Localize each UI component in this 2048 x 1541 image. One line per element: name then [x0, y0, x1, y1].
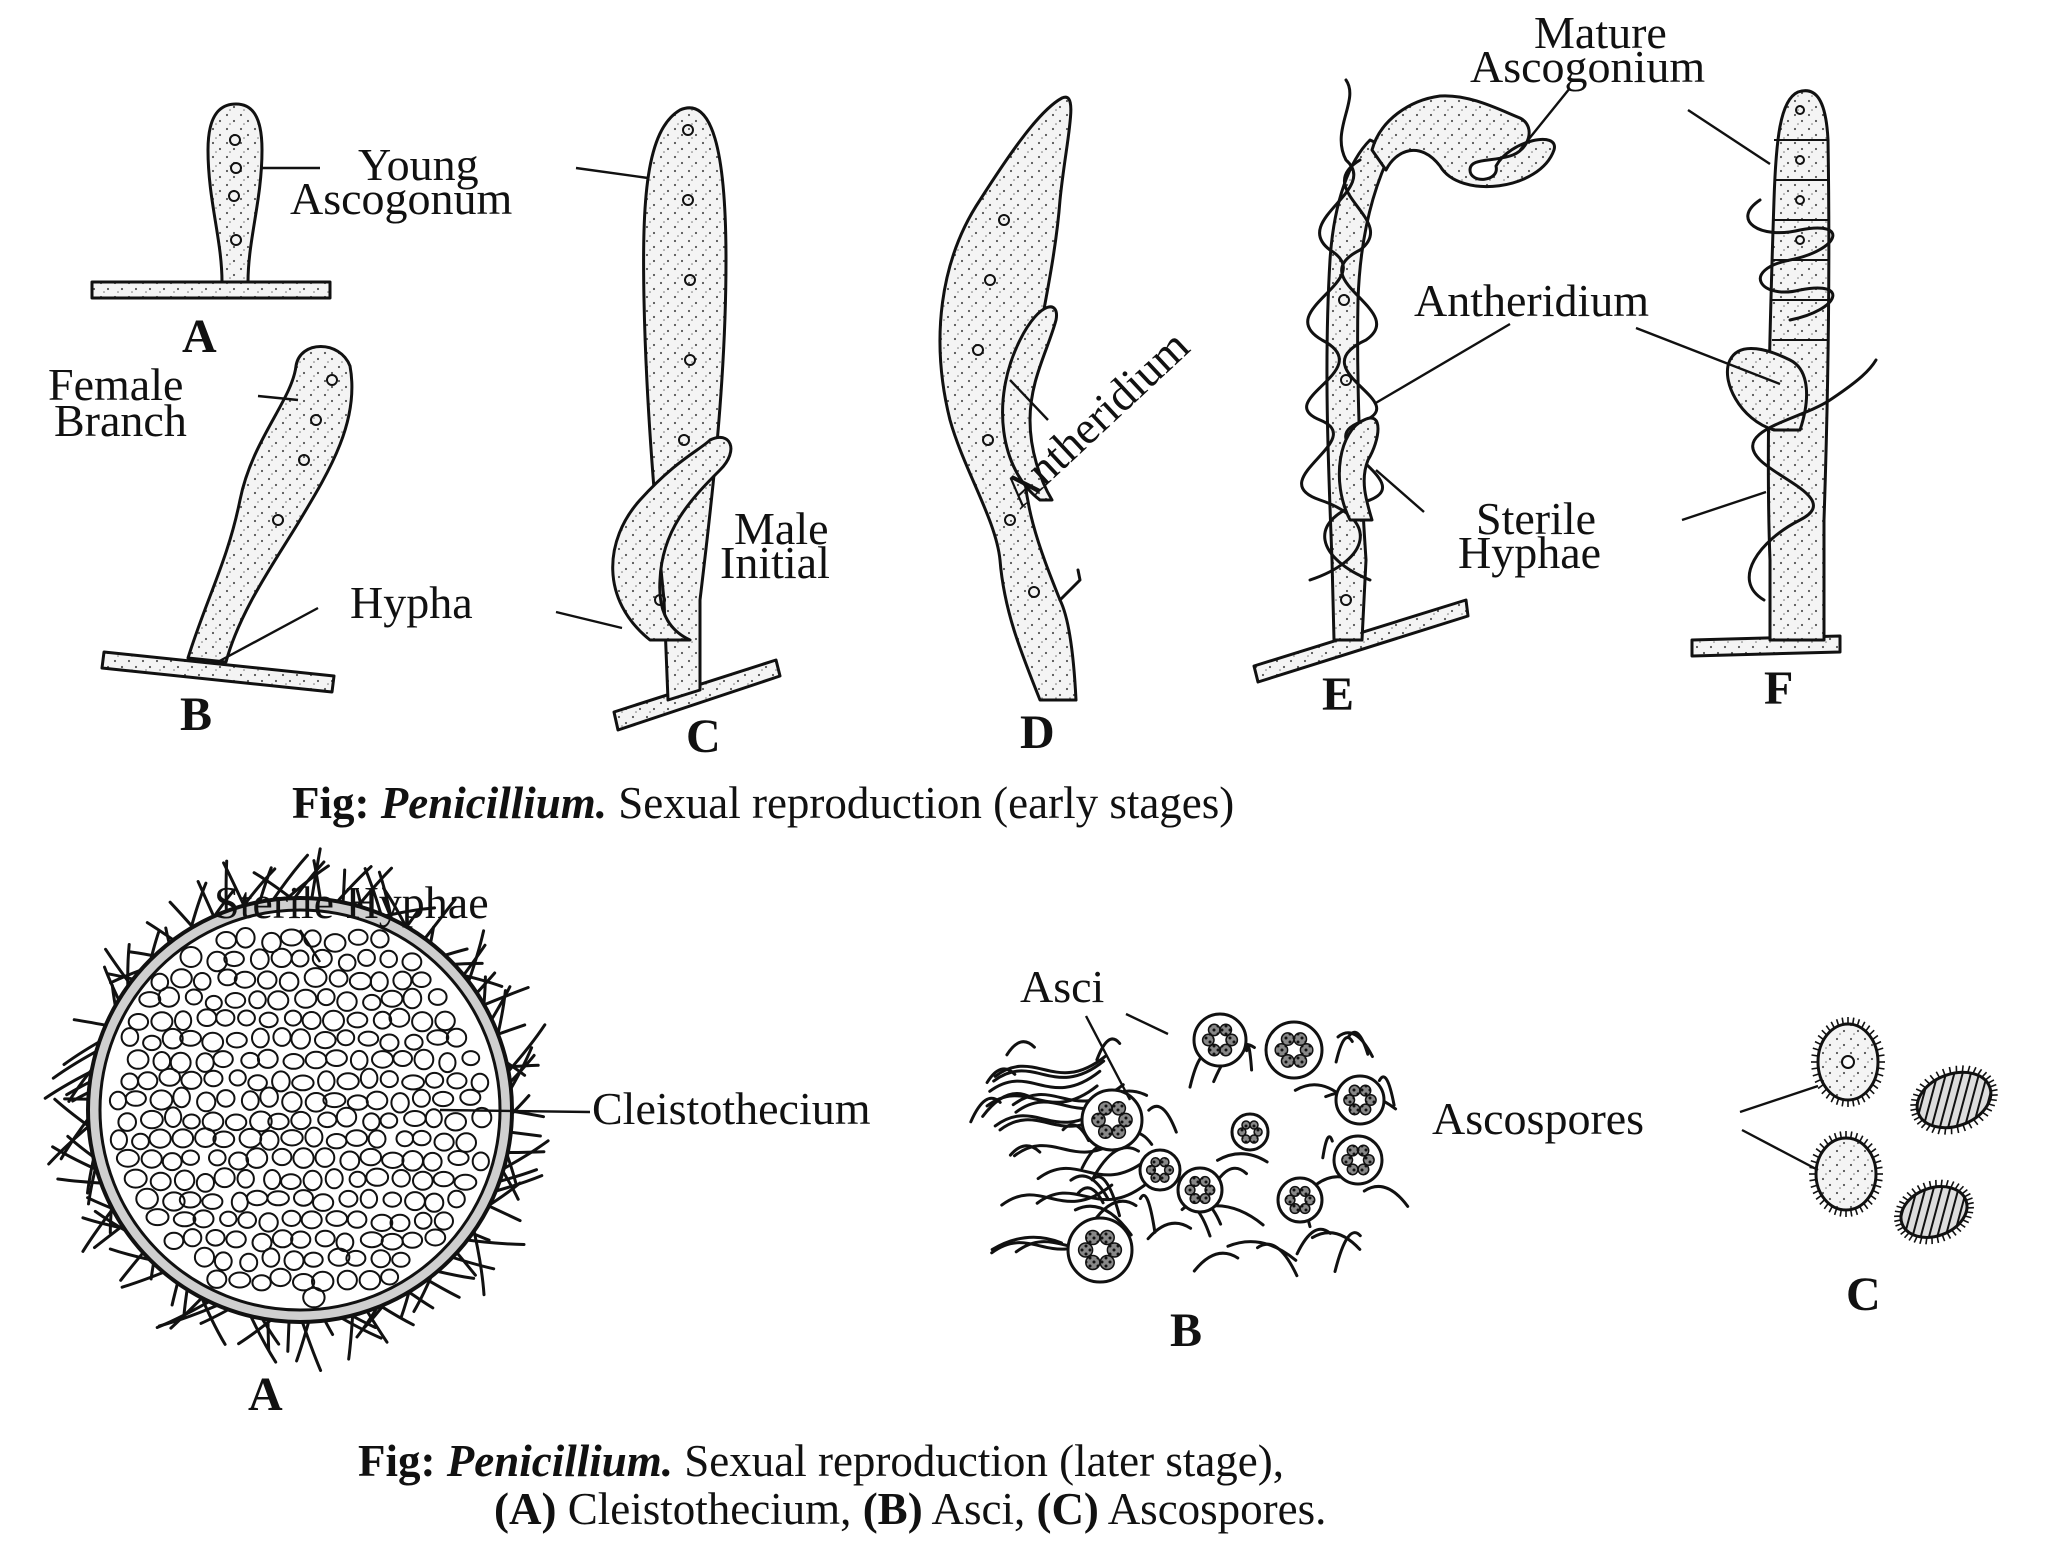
label-ascospores: Ascospores [1432, 1093, 1644, 1144]
svg-text:Mature: Mature [1534, 7, 1667, 58]
label-asci: Asci [1020, 961, 1104, 1012]
later-b-letter: B [1170, 1304, 1202, 1357]
svg-text:Asci: Asci [1020, 961, 1104, 1012]
stage-d-letter: D [1020, 706, 1055, 759]
stage-e-letter: E [1322, 668, 1354, 721]
stage-a-letter: A [182, 310, 217, 363]
later-c-letter: C [1846, 1268, 1881, 1321]
stage-b-drawing [100, 345, 354, 694]
svg-text:Ascospores: Ascospores [1432, 1093, 1644, 1144]
label-female-branch: Female Branch [48, 359, 299, 446]
label-young-ascogonium: Young Ascogonum [262, 139, 513, 224]
svg-text:Cleistothecium: Cleistothecium [592, 1083, 871, 1134]
stage-f-drawing [1635, 89, 1878, 658]
svg-text:Female: Female [48, 359, 183, 410]
stage-c-drawing [555, 106, 782, 732]
label-sterile-hyphae: Sterile Hyphae [214, 877, 489, 963]
label-cleistothecium: Cleistothecium [439, 1083, 871, 1134]
stage-c-letter: C [686, 710, 721, 763]
caption-later-line1: Fig: Penicillium. Sexual reproduction (l… [358, 1436, 1284, 1486]
stage-d-drawing [938, 95, 1082, 702]
label-sterile-hyphae-ef: Sterile Hyphae [1458, 493, 1601, 578]
label-male-initial: Male Initial [720, 503, 830, 588]
svg-text:Young: Young [358, 139, 479, 190]
stage-b-letter: B [180, 688, 212, 741]
svg-text:Antheridium: Antheridium [1414, 275, 1649, 326]
later-a-letter: A [248, 1368, 283, 1421]
svg-text:Sterile Hyphae: Sterile Hyphae [214, 877, 489, 928]
label-mature-ascogonium: Mature Ascogonium [1470, 7, 1705, 92]
cleistothecium-drawing [43, 847, 550, 1372]
stage-f-letter: F [1764, 662, 1793, 715]
stage-e-drawing [1252, 78, 1571, 684]
label-hypha: Hypha [350, 577, 473, 628]
svg-text:Ascogonium: Ascogonium [1470, 41, 1705, 92]
stage-a-drawing [90, 102, 332, 300]
svg-text:Hypha: Hypha [350, 577, 473, 628]
svg-text:Male: Male [734, 503, 829, 554]
caption-later-line2: (A) Cleistothecium, (B) Asci, (C) Ascosp… [494, 1484, 1326, 1534]
ascospores-drawing [1739, 1017, 1998, 1245]
svg-text:Branch: Branch [54, 395, 187, 446]
caption-early: Fig: Penicillium. Sexual reproduction (e… [292, 778, 1234, 828]
svg-text:Sterile: Sterile [1476, 493, 1596, 544]
label-antheridium-ef: Antheridium [1414, 275, 1649, 326]
svg-text:Hyphae: Hyphae [1458, 527, 1601, 578]
svg-text:Initial: Initial [720, 537, 830, 588]
svg-text:Ascogonum: Ascogonum [290, 173, 513, 224]
asci-drawing [969, 1012, 1410, 1284]
